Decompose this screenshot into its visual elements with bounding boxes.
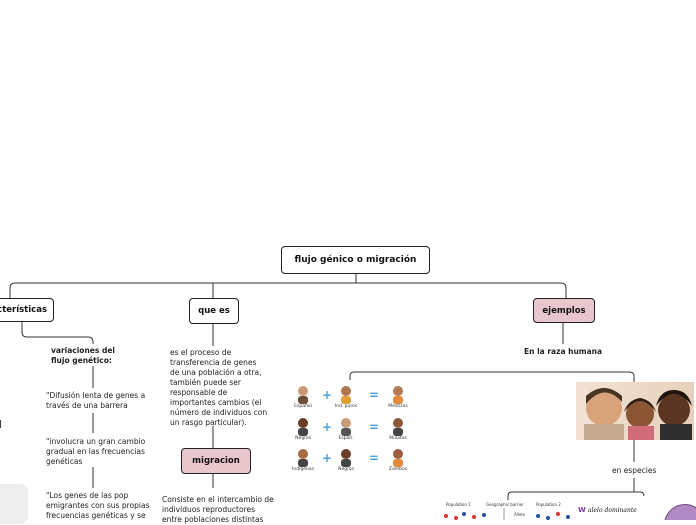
variacion-item-2: "involucra un gran cambio gradual en las…: [46, 437, 145, 467]
allele-text: alelo dominante: [588, 507, 637, 514]
que-es-line: es el proceso de: [170, 348, 232, 357]
allele-dots: [444, 508, 570, 520]
migracion-line: individuos reproductores: [162, 505, 256, 514]
que-es-line: transferencia de genes: [170, 358, 257, 367]
diagram-label-allele: Allele: [514, 512, 525, 517]
caracteristicas-label: características: [0, 305, 47, 315]
que-es-line: de una población a otra,: [170, 368, 262, 377]
que-es-description: es el proceso de transferencia de genes …: [170, 348, 267, 428]
variaciones-title-line: flujo genético:: [51, 356, 112, 365]
variacion-line: emigrantes con sus propias: [46, 501, 150, 510]
que-es-line: un rasgo particular).: [170, 418, 247, 427]
mix-label: Negros: [338, 467, 354, 472]
diagram-label-barrier: Geographic barrier: [486, 502, 524, 507]
equals-icon: =: [369, 420, 380, 434]
raza-humana-label: En la raza humana: [524, 347, 603, 356]
mix-label: Español: [294, 404, 312, 409]
que-es-node[interactable]: que es: [189, 298, 239, 324]
ejemplos-node[interactable]: ejemplos: [533, 298, 595, 323]
allele-letter: W: [578, 506, 586, 514]
variacion-line: "Difusión lenta de genes a: [46, 391, 146, 400]
en-especies-label: en especies: [612, 466, 657, 475]
que-es-line: importantes cambios (el: [170, 398, 262, 407]
que-es-line: número de individuos con: [170, 408, 268, 417]
que-es-line: responsable de: [170, 388, 228, 397]
migracion-node[interactable]: migracion: [181, 448, 251, 474]
equals-icon: =: [369, 451, 380, 465]
equals-icon: =: [369, 388, 380, 402]
family-photo-art: [584, 388, 692, 440]
migracion-line: entre poblaciones distintas: [162, 515, 264, 524]
people-icons: [298, 386, 403, 467]
variacion-item-3: "Los genes de las pop emigrantes con sus…: [46, 491, 149, 521]
mix-label: Mulatos: [389, 436, 407, 441]
mix-label: Indígenas: [292, 467, 314, 472]
allele-card: W alelo dominante: [576, 502, 696, 520]
variacion-line: "involucra un gran cambio: [46, 437, 146, 446]
caracteristicas-node[interactable]: características: [0, 298, 54, 322]
mix-label: Ind. puros: [334, 404, 358, 409]
diagram-label-pop1: Population 1: [446, 502, 471, 507]
variaciones-title: variaciones del flujo genético:: [51, 346, 115, 366]
migracion-line: Consiste en el intercambio de: [162, 495, 274, 504]
root-node[interactable]: flujo génico o migración: [281, 246, 430, 274]
edge-fragment: [0, 420, 4, 428]
variacion-line: genéticas: [46, 457, 83, 466]
plus-icon: +: [322, 420, 333, 434]
variacion-line: frecuencias genéticas y se: [46, 511, 146, 520]
variacion-line: través de una barrera: [46, 401, 128, 410]
que-es-line: también puede ser: [170, 378, 241, 387]
mestizaje-chart: + = + = + = Español Ind. puros Mestizos …: [290, 380, 420, 476]
plus-icon: +: [322, 388, 333, 402]
variacion-line: gradual en las frecuencias: [46, 447, 145, 456]
variaciones-title-line: variaciones del: [51, 346, 115, 355]
family-photo: [576, 382, 694, 440]
collapsed-panel: [0, 484, 28, 524]
variacion-item-1: "Difusión lenta de genes a través de una…: [46, 391, 145, 411]
mix-label: Mestizos: [388, 404, 408, 409]
species-diagram: Population 1 Geographic barrier Populati…: [438, 500, 578, 520]
diagram-label-pop2: Population 2: [536, 502, 561, 507]
variacion-line: "Los genes de las pop: [46, 491, 129, 500]
mix-label: Zambos: [388, 467, 408, 472]
flower-icon: [664, 504, 696, 520]
mix-label: Españ.: [338, 436, 354, 441]
mix-label: Negros: [295, 436, 311, 441]
migracion-description: Consiste en el intercambio de individuos…: [162, 495, 274, 525]
plus-icon: +: [322, 451, 333, 465]
